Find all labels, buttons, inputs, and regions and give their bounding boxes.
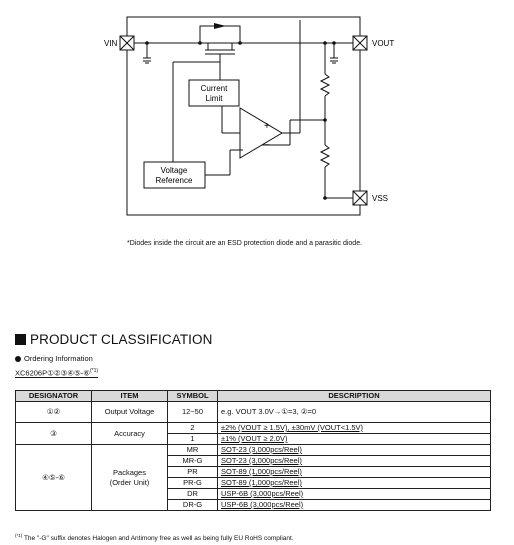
header-description: DESCRIPTION xyxy=(217,390,491,402)
symbol-cell: MR xyxy=(167,444,218,456)
ordering-information: Ordering Information xyxy=(15,354,93,363)
symbol-cell: 12~50 xyxy=(167,401,218,423)
designator-cell: ④⑤-⑥ xyxy=(15,444,92,511)
designator-cell: ①② xyxy=(15,401,92,423)
table-row: PR SOT-89 (1,000pcs/Reel) xyxy=(16,466,491,478)
symbol-cell: MR-G xyxy=(167,455,218,467)
description-text: ±1% (VOUT ≥ 2.0V) xyxy=(221,434,288,443)
description-cell: SOT-89 (1,000pcs/Reel) xyxy=(217,466,491,478)
part-code-text: XC6206P①②③④⑤-⑥ xyxy=(15,368,90,378)
header-designator: DESIGNATOR xyxy=(15,390,92,402)
table-row: ①② Output Voltage 12~50 e.g. VOUT 3.0V→①… xyxy=(15,401,491,423)
description-cell: USP-6B (3,000pcs/Reel) xyxy=(217,488,491,500)
table-row: ④⑤-⑥ Packages (Order Unit) MR SOT-23 (3,… xyxy=(15,444,491,511)
heading-square-icon xyxy=(15,334,26,345)
description-text: USP-6B (3,000pcs/Reel) xyxy=(221,489,304,498)
voltage-reference-label-1: Voltage xyxy=(161,166,188,175)
section-heading: PRODUCT CLASSIFICATION xyxy=(15,332,212,347)
section-title: PRODUCT CLASSIFICATION xyxy=(30,332,213,347)
description-cell: ±1% (VOUT ≥ 2.0V) xyxy=(217,433,491,445)
item-line: Packages xyxy=(113,467,146,477)
diagram-note: *Diodes inside the circuit are an ESD pr… xyxy=(127,240,363,247)
ordering-label: Ordering Information xyxy=(24,354,93,363)
classification-table: DESIGNATOR ITEM SYMBOL DESCRIPTION ①② Ou… xyxy=(15,390,491,511)
voltage-reference-label-2: Reference xyxy=(156,176,193,185)
symbol-cell: 2 xyxy=(167,422,218,434)
description-cell: USP-6B (3,000pcs/Reel) xyxy=(217,499,491,511)
description-text: USP-6B (3,000pcs/Reel) xyxy=(221,500,304,509)
description-cell: SOT-89 (1,000pcs/Reel) xyxy=(217,477,491,489)
symbol-cell: PR xyxy=(167,466,218,478)
part-number-code: XC6206P①②③④⑤-⑥(*1) xyxy=(15,368,98,378)
description-cell: e.g. VOUT 3.0V→①=3, ②=0 xyxy=(217,401,491,423)
designator-cell: ③ xyxy=(15,422,92,445)
description-text: SOT-89 (1,000pcs/Reel) xyxy=(221,467,302,476)
item-line: (Order Unit) xyxy=(109,477,150,487)
pin-label-vout: VOUT xyxy=(372,39,394,48)
symbol-cell: PR-G xyxy=(167,477,218,489)
symbol-cell: DR xyxy=(167,488,218,500)
item-cell: Accuracy xyxy=(91,422,168,445)
pin-label-vin: VIN xyxy=(104,39,118,48)
table-row: DR-G USP-6B (3,000pcs/Reel) xyxy=(16,499,491,511)
description-cell: ±2% (VOUT ≥ 1.5V), ±30mV (VOUT<1.5V) xyxy=(217,422,491,434)
description-cell: SOT-23 (3,000pcs/Reel) xyxy=(217,455,491,467)
bullet-icon xyxy=(15,355,21,362)
current-limit-label-2: Limit xyxy=(206,94,224,103)
symbol-cell: 1 xyxy=(167,433,218,445)
item-cell: Packages (Order Unit) xyxy=(91,444,168,511)
pin-label-vss: VSS xyxy=(372,194,388,203)
block-diagram: VIN VOUT VSS Current Limit Voltage Refer… xyxy=(104,16,394,216)
opamp-plus-sign: + xyxy=(264,121,270,132)
table-row: ③ Accuracy 2 ±2% (VOUT ≥ 1.5V), ±30mV (V… xyxy=(15,422,491,445)
table-header-row: DESIGNATOR ITEM SYMBOL DESCRIPTION xyxy=(15,390,491,402)
opamp-minus-sign: − xyxy=(264,140,270,151)
current-limit-label-1: Current xyxy=(201,84,228,93)
description-text: SOT-89 (1,000pcs/Reel) xyxy=(221,478,302,487)
item-cell: Output Voltage xyxy=(91,401,168,423)
description-text: SOT-23 (3,000pcs/Reel) xyxy=(221,456,302,465)
description-text: ±2% (VOUT ≥ 1.5V), ±30mV (VOUT<1.5V) xyxy=(221,423,364,432)
table-footnote: (*1) The "-G" suffix denotes Halogen and… xyxy=(15,533,294,542)
symbol-cell: DR-G xyxy=(167,499,218,511)
description-cell: SOT-23 (3,000pcs/Reel) xyxy=(217,444,491,456)
part-code-mark: (*1) xyxy=(89,368,99,374)
description-text: SOT-23 (3,000pcs/Reel) xyxy=(221,445,302,454)
footnote-mark: (*1) xyxy=(15,533,23,538)
table-row: PR-G SOT-89 (1,000pcs/Reel) xyxy=(16,477,491,489)
header-item: ITEM xyxy=(91,390,168,402)
footnote-text: The "-G" suffix denotes Halogen and Anti… xyxy=(22,535,294,543)
header-symbol: SYMBOL xyxy=(167,390,218,402)
